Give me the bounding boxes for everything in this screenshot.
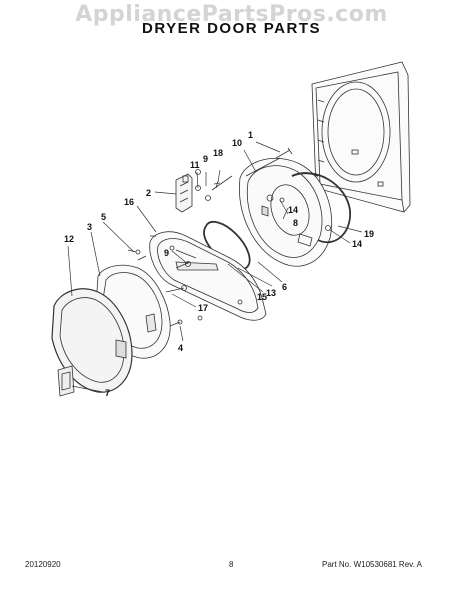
callout-16: 16 <box>124 197 134 207</box>
liner-screws <box>127 235 156 255</box>
door-frame <box>149 231 267 321</box>
callout-13: 13 <box>266 288 276 298</box>
callout-17: 17 <box>198 303 208 313</box>
callout-10: 10 <box>232 138 242 148</box>
callout-14-lower: 14 <box>352 239 362 249</box>
callout-9-lower: 9 <box>164 248 169 258</box>
callout-1: 1 <box>248 130 253 140</box>
front-panel <box>311 61 411 213</box>
gasket-screw <box>325 225 331 231</box>
footer-date: 20120920 <box>25 560 61 569</box>
door-hinge <box>175 173 193 213</box>
callout-15: 15 <box>257 292 267 302</box>
callout-4: 4 <box>178 343 183 353</box>
callout-9-upper: 9 <box>203 154 208 164</box>
callout-5: 5 <box>101 212 106 222</box>
footer-part-number: Part No. W10530681 Rev. A <box>322 560 422 569</box>
watermark: AppliancePartsPros.com <box>75 2 388 27</box>
callout-6: 6 <box>282 282 287 292</box>
door-handle <box>57 365 75 397</box>
window-seal <box>203 220 251 270</box>
door-screws <box>195 169 233 201</box>
callout-14-upper: 14 <box>288 205 298 215</box>
callout-3: 3 <box>87 222 92 232</box>
callout-leaders <box>67 141 363 393</box>
callout-18: 18 <box>213 148 223 158</box>
door-gasket <box>291 172 351 244</box>
callout-12: 12 <box>64 234 74 244</box>
callout-19: 19 <box>364 229 374 239</box>
frame-screws <box>165 261 191 327</box>
callout-8: 8 <box>293 218 298 228</box>
page-title: DRYER DOOR PARTS <box>141 20 321 37</box>
callout-11: 11 <box>190 160 200 170</box>
footer-page-number: 8 <box>229 560 234 569</box>
callout-7: 7 <box>105 388 110 398</box>
callout-2: 2 <box>146 188 151 198</box>
